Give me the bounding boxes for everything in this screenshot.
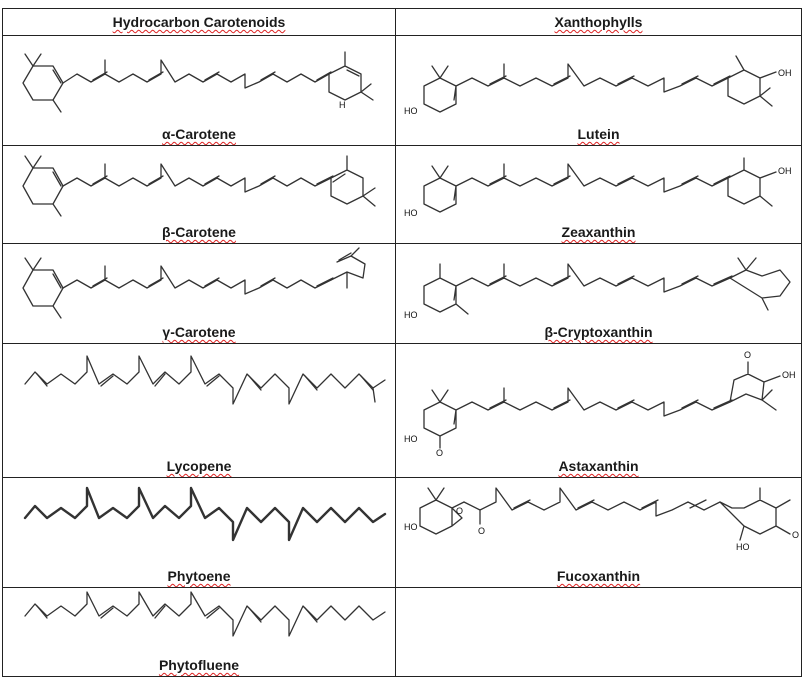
- header-xanthophylls: Xanthophylls: [396, 8, 802, 36]
- cell-fucoxanthin: HO O O HO O Fucoxanthin: [396, 478, 802, 588]
- name-beta-carotene: β-Carotene: [162, 224, 236, 240]
- name-beta-cryptoxanthin: β-Cryptoxanthin: [544, 324, 653, 340]
- name-lycopene: Lycopene: [166, 458, 232, 474]
- zeaxanthin-ho: HO: [404, 208, 418, 218]
- zeaxanthin-oh: OH: [778, 166, 792, 176]
- phytoene-structure: [23, 486, 387, 542]
- fucoxanthin-o-ester: O: [792, 530, 799, 540]
- name-lutein: Lutein: [577, 126, 620, 142]
- beta-cryptoxanthin-structure: HO: [404, 257, 791, 320]
- astaxanthin-structure: HO O O OH: [404, 350, 796, 458]
- fucoxanthin-o-epoxide: O: [456, 506, 463, 516]
- beta-carotene-structure: [22, 155, 376, 217]
- cell-gamma-carotene: γ-Carotene: [2, 244, 396, 344]
- name-astaxanthin: Astaxanthin: [558, 458, 639, 474]
- cell-phytoene: Phytoene: [2, 478, 396, 588]
- zeaxanthin-structure: HO OH: [404, 157, 792, 218]
- header-hydrocarbon-label: Hydrocarbon Carotenoids: [112, 14, 286, 30]
- lycopene-structure: [24, 355, 386, 405]
- astaxanthin-o-left: O: [436, 448, 443, 458]
- cell-empty: [396, 588, 802, 677]
- name-phytofluene: Phytofluene: [158, 657, 240, 673]
- alpha-h-label: H: [339, 100, 346, 110]
- cell-phytofluene: Phytofluene: [2, 588, 396, 677]
- name-fucoxanthin: Fucoxanthin: [556, 568, 641, 584]
- lutein-structure: HO OH: [404, 55, 792, 116]
- gamma-carotene-structure: [22, 247, 366, 319]
- name-phytoene: Phytoene: [167, 568, 231, 584]
- name-zeaxanthin: Zeaxanthin: [561, 224, 636, 240]
- cell-lutein: HO OH Lutein: [396, 36, 802, 146]
- header-xanthophylls-label: Xanthophylls: [554, 14, 643, 30]
- cell-zeaxanthin: HO OH Zeaxanthin: [396, 146, 802, 244]
- cell-beta-cryptoxanthin: HO β-Cryptoxanthin: [396, 244, 802, 344]
- astaxanthin-o-right: O: [744, 350, 751, 360]
- lutein-ho: HO: [404, 106, 418, 116]
- cell-lycopene: Lycopene: [2, 344, 396, 478]
- cell-beta-carotene: β-Carotene: [2, 146, 396, 244]
- header-hydrocarbon: Hydrocarbon Carotenoids: [2, 8, 396, 36]
- name-alpha-carotene: α-Carotene: [162, 126, 236, 142]
- astaxanthin-oh: OH: [782, 370, 796, 380]
- phytofluene-structure: [24, 591, 386, 637]
- cell-alpha-carotene: H α-Carotene: [2, 36, 396, 146]
- fucoxanthin-ho-right: HO: [736, 542, 750, 552]
- astaxanthin-ho: HO: [404, 434, 418, 444]
- fucoxanthin-structure: HO O O HO O: [404, 487, 799, 552]
- name-gamma-carotene: γ-Carotene: [162, 324, 236, 340]
- cryptoxanthin-ho: HO: [404, 310, 418, 320]
- carotenoid-table: Hydrocarbon Carotenoids Xanthophylls H α…: [2, 8, 802, 679]
- fucoxanthin-o-keto: O: [478, 526, 485, 536]
- lutein-oh: OH: [778, 68, 792, 78]
- alpha-carotene-structure: H: [22, 51, 374, 113]
- cell-astaxanthin: HO O O OH Astaxanthin: [396, 344, 802, 478]
- fucoxanthin-ho: HO: [404, 522, 418, 532]
